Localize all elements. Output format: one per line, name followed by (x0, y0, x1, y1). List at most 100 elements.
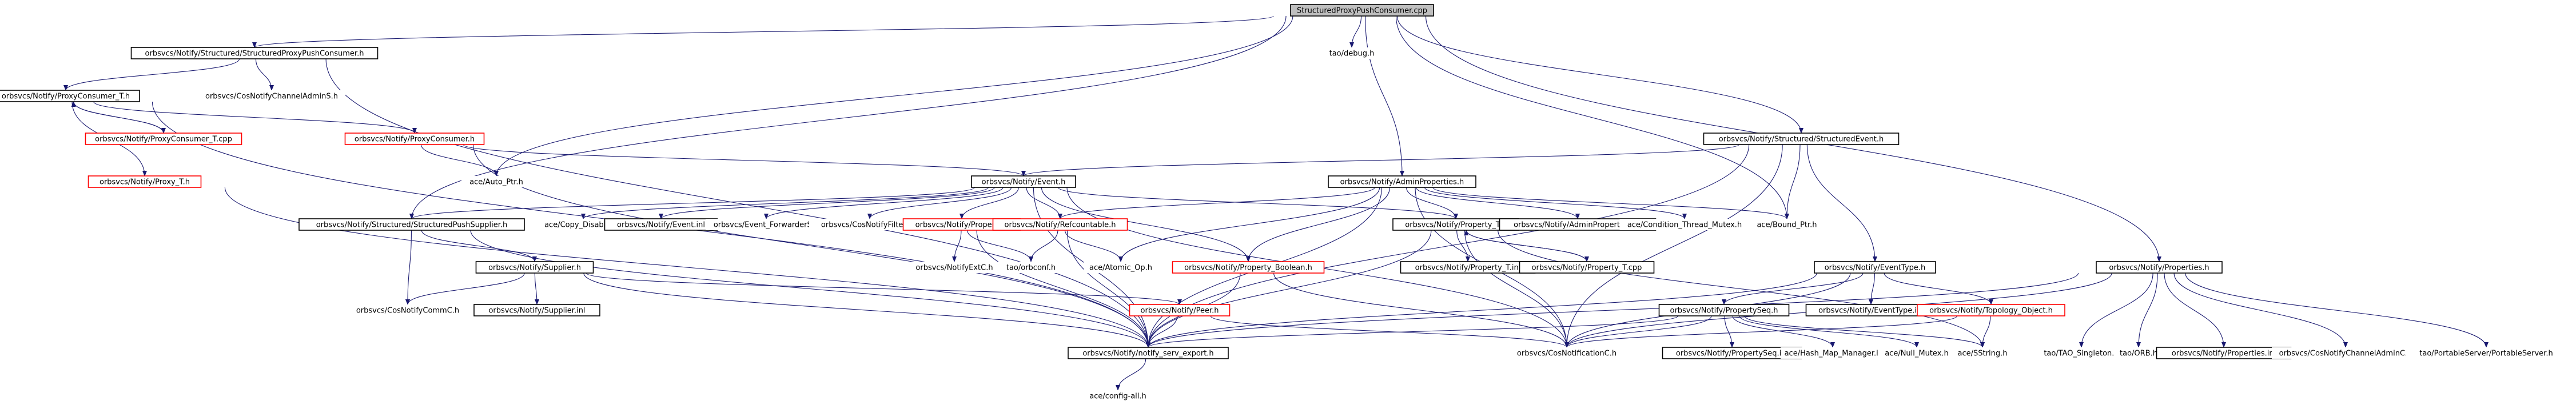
file-label: orbsvcs/CosNotifyChannelAdminS.h (205, 93, 338, 101)
edge-orbsvcs-notify-eventtype-h-to-orbsvcs-notify-notify-serv-export-h (1146, 272, 1817, 348)
file-label: orbsvcs/CosNotifyCommC.h (356, 307, 459, 315)
file-node-orbsvcs-notify-proxy-t-h[interactable]: orbsvcs/Notify/Proxy_T.h (87, 175, 202, 188)
file-label: orbsvcs/Notify/Property_T.cpp (1532, 264, 1642, 272)
edge-orbsvcs-notify-properties-h-to-orbsvcs-notify-properties-inl (2164, 272, 2226, 348)
edge-orbsvcs-notify-structured-structuredproxypushconsumer-h-to-orbsvcs-cosnotifychanneladmins-h (255, 58, 274, 91)
file-label: orbsvcs/Notify/PropertySeq.h (1670, 307, 1778, 315)
file-node-ace-config-all-h[interactable]: ace/config-all.h (1078, 390, 1157, 402)
file-label: orbsvcs/Notify/Proxy_T.h (99, 178, 190, 187)
file-node-orbsvcs-notify-supplier-h[interactable]: orbsvcs/Notify/Supplier.h (475, 261, 594, 274)
file-node-orbsvcs-notify-property-boolean-h[interactable]: orbsvcs/Notify/Property_Boolean.h (1172, 261, 1325, 274)
file-label: orbsvcs/Notify/ProxyConsumer.h (355, 135, 475, 144)
edge-orbsvcs-notify-propertyseq-h-to-orbsvcs-cosnotificationc-h (1564, 315, 1712, 348)
file-node-ace-sstring-h[interactable]: ace/SString.h (1950, 347, 2015, 359)
file-node-orbsvcs-notify-topology-object-h[interactable]: orbsvcs/Notify/Topology_Object.h (1917, 304, 2065, 316)
file-box (1323, 47, 1380, 59)
file-box (1750, 219, 1824, 230)
file-box (351, 304, 464, 316)
file-node-orbsvcs-notify-properties-h[interactable]: orbsvcs/Notify/Properties.h (2096, 261, 2223, 274)
file-node-orbsvcs-notify-property-t-h[interactable]: orbsvcs/Notify/Property_T.h (1392, 218, 1519, 231)
file-node-orbsvcs-notify-property-t-inl[interactable]: orbsvcs/Notify/Property_T.inl (1400, 261, 1536, 274)
file-label: orbsvcs/Notify/Properties.inl (2172, 350, 2276, 358)
file-node-orbsvcs-notify-proxyconsumer-t-h[interactable]: orbsvcs/Notify/ProxyConsumer_T.h (0, 90, 140, 102)
file-node-orbsvcs-notify-proxyconsumer-t-cpp[interactable]: orbsvcs/Notify/ProxyConsumer_T.cpp (85, 133, 242, 145)
file-node-orbsvcs-cosnotifycommc-h[interactable]: orbsvcs/CosNotifyCommC.h (351, 304, 464, 316)
file-node-orbsvcs-cosnotificationc-h[interactable]: orbsvcs/CosNotificationC.h (1506, 347, 1627, 359)
file-node-orbsvcs-notify-propertyseq-h[interactable]: orbsvcs/Notify/PropertySeq.h (1658, 304, 1790, 316)
file-node-orbsvcs-notify-adminproperties-h[interactable]: orbsvcs/Notify/AdminProperties.h (1328, 175, 1476, 188)
file-node-orbsvcs-notify-property-t-cpp[interactable]: orbsvcs/Notify/Property_T.cpp (1519, 261, 1655, 274)
edge-structuredproxypushconsumer-cpp-to-orbsvcs-notify-structured-structuredproxypushconsumer-h (252, 15, 1274, 48)
file-node-orbsvcs-notify-notify-serv-export-h[interactable]: orbsvcs/Notify/notify_serv_export.h (1068, 347, 1229, 359)
edge-orbsvcs-notify-peer-h-to-orbsvcs-cosnotificationc-h (1210, 315, 1569, 348)
file-node-orbsvcs-notify-eventtype-inl[interactable]: orbsvcs/Notify/EventType.inl (1805, 304, 1937, 316)
file-node-orbsvcs-event-forwarders-h[interactable]: orbsvcs/Event_ForwarderS.h (706, 219, 827, 230)
file-node-ace-bound-ptr-h[interactable]: ace/Bound_Ptr.h (1750, 219, 1824, 230)
file-node-orbsvcs-notify-refcountable-h[interactable]: orbsvcs/Notify/Refcountable.h (992, 218, 1128, 231)
file-node-orbsvcs-cosnotifychanneladmins-h[interactable]: orbsvcs/CosNotifyChannelAdminS.h (198, 90, 345, 102)
edge-orbsvcs-notify-structured-structuredpushsupplier-h-to-orbsvcs-cosnotifycommc-h (405, 230, 412, 305)
edge-structuredproxypushconsumer-cpp-to-tao-debug-h (1349, 15, 1362, 48)
file-box (1950, 347, 2015, 359)
file-node-tao-orb-h[interactable]: tao/ORB.h (2115, 347, 2163, 359)
file-box (198, 90, 345, 102)
edge-structuredproxypushconsumer-cpp-to-ace-bound-ptr-h (1395, 15, 1789, 219)
file-label: ace/SString.h (1958, 350, 2008, 358)
file-node-orbsvcs-notify-adminproperties-inl[interactable]: orbsvcs/Notify/AdminProperties.inl (1499, 218, 1657, 231)
file-node-orbsvcs-notify-property-h[interactable]: orbsvcs/Notify/Property.h (902, 218, 1021, 231)
edge-orbsvcs-notify-structured-structuredpushsupplier-h-to-orbsvcs-notify-notify-serv-export-h (470, 230, 1150, 348)
file-box (1078, 390, 1157, 402)
file-box (2115, 347, 2163, 359)
edge-structuredproxypushconsumer-cpp-to-ace-auto-ptr-h (494, 15, 1293, 177)
file-box (1506, 347, 1627, 359)
edge-orbsvcs-notify-eventtype-h-to-orbsvcs-notify-propertyseq-h (1722, 272, 1864, 305)
file-node-orbsvcs-notify-supplier-inl[interactable]: orbsvcs/Notify/Supplier.inl (473, 304, 600, 316)
edge-orbsvcs-notify-event-h-to-orbsvcs-cosnotifyfilterc-h (867, 187, 1012, 219)
file-node-orbsvcs-notify-proxyconsumer-h[interactable]: orbsvcs/Notify/ProxyConsumer.h (344, 133, 485, 145)
file-node-orbsvcs-notify-event-inl[interactable]: orbsvcs/Notify/Event.inl (604, 218, 718, 231)
file-box (1328, 175, 1476, 188)
edge-orbsvcs-notify-propertyseq-h-to-orbsvcs-notify-notify-serv-export-h (1146, 315, 1678, 348)
edge-orbsvcs-notify-property-h-to-orbsvcs-notifyextc-h (952, 230, 962, 262)
edge-orbsvcs-notify-notify-serv-export-h-to-ace-config-all-h (1116, 358, 1146, 391)
edge-orbsvcs-notify-adminproperties-h-to-ace-condition-thread-mutex-h (1424, 187, 1687, 219)
file-node-orbsvcs-cosnotifychanneladminc-h[interactable]: orbsvcs/CosNotifyChannelAdminC.h (2272, 347, 2419, 359)
edge-structuredproxypushconsumer-cpp-to-orbsvcs-notify-structured-structuredevent-h (1396, 15, 1803, 134)
file-node-tao-orbconf-h[interactable]: tao/orbconf.h (998, 262, 1064, 273)
file-node-tao-debug-h[interactable]: tao/debug.h (1323, 47, 1380, 59)
file-label: orbsvcs/NotifyExtC.h (915, 264, 993, 272)
file-node-ace-atomic-op-h[interactable]: ace/Atomic_Op.h (1084, 262, 1158, 273)
file-box (2406, 347, 2566, 359)
file-node-tao-tao-singleton-h[interactable]: tao/TAO_Singleton.h (2036, 347, 2127, 359)
edge-orbsvcs-notify-refcountable-h-to-ace-atomic-op-h (1064, 230, 1123, 262)
edge-orbsvcs-notify-adminproperties-h-to-orbsvcs-notify-refcountable-h (1058, 187, 1375, 219)
edge-orbsvcs-notify-propertyseq-h-to-ace-null-mutex-h (1739, 315, 1919, 348)
file-node-tao-portableserver-portableserver-h[interactable]: tao/PortableServer/PortableServer.h (2406, 347, 2566, 359)
file-node-orbsvcs-notify-structured-structuredevent-h[interactable]: orbsvcs/Notify/Structured/StructuredEven… (1703, 133, 1900, 145)
file-label: ace/Bound_Ptr.h (1757, 221, 1817, 230)
file-label: orbsvcs/Notify/ProxyConsumer_T.cpp (95, 135, 232, 144)
file-node-ace-hash-map-manager-h[interactable]: ace/Hash_Map_Manager.h (1781, 347, 1885, 359)
file-node-orbsvcs-notify-propertyseq-inl[interactable]: orbsvcs/Notify/PropertySeq.inl (1662, 347, 1802, 359)
file-node-orbsvcs-cosnotifyfilterc-h[interactable]: orbsvcs/CosNotifyFilterC.h (809, 219, 930, 230)
file-box (2036, 347, 2127, 359)
file-node-ace-condition-thread-mutex-h[interactable]: ace/Condition_Thread_Mutex.h (1619, 219, 1750, 230)
file-node-ace-null-mutex-h[interactable]: ace/Null_Mutex.h (1877, 347, 1956, 359)
file-node-orbsvcs-notify-event-h[interactable]: orbsvcs/Notify/Event.h (971, 175, 1076, 188)
file-node-orbsvcs-notify-peer-h[interactable]: orbsvcs/Notify/Peer.h (1129, 304, 1231, 316)
file-box (1658, 304, 1790, 316)
edge-orbsvcs-notify-supplier-h-to-orbsvcs-notify-peer-h (586, 272, 1182, 305)
file-node-orbsvcs-notify-eventtype-h[interactable]: orbsvcs/Notify/EventType.h (1814, 261, 1936, 274)
file-node-orbsvcs-notify-properties-inl[interactable]: orbsvcs/Notify/Properties.inl (2156, 347, 2292, 359)
file-label: orbsvcs/Notify/Peer.h (1140, 307, 1219, 315)
file-node-orbsvcs-notifyextc-h[interactable]: orbsvcs/NotifyExtC.h (906, 262, 1002, 273)
file-node-orbsvcs-notify-structured-structuredpushsupplier-h[interactable]: orbsvcs/Notify/Structured/StructuredPush… (298, 218, 525, 231)
edge-orbsvcs-notify-properties-h-to-tao-portableserver-portableserver-h (2185, 272, 2489, 348)
file-label: ace/Hash_Map_Manager.h (1785, 350, 1881, 358)
file-label: ace/Copy_Disabled.h (544, 221, 622, 230)
file-node-orbsvcs-notify-structured-structuredproxypushconsumer-h[interactable]: orbsvcs/Notify/Structured/StructuredProx… (130, 47, 379, 59)
file-box (1814, 261, 1936, 274)
edge-orbsvcs-notify-property-t-h-to-orbsvcs-notify-property-t-inl (1456, 230, 1470, 262)
file-box (2272, 347, 2419, 359)
file-node-ace-auto-ptr-h[interactable]: ace/Auto_Ptr.h (461, 176, 531, 187)
